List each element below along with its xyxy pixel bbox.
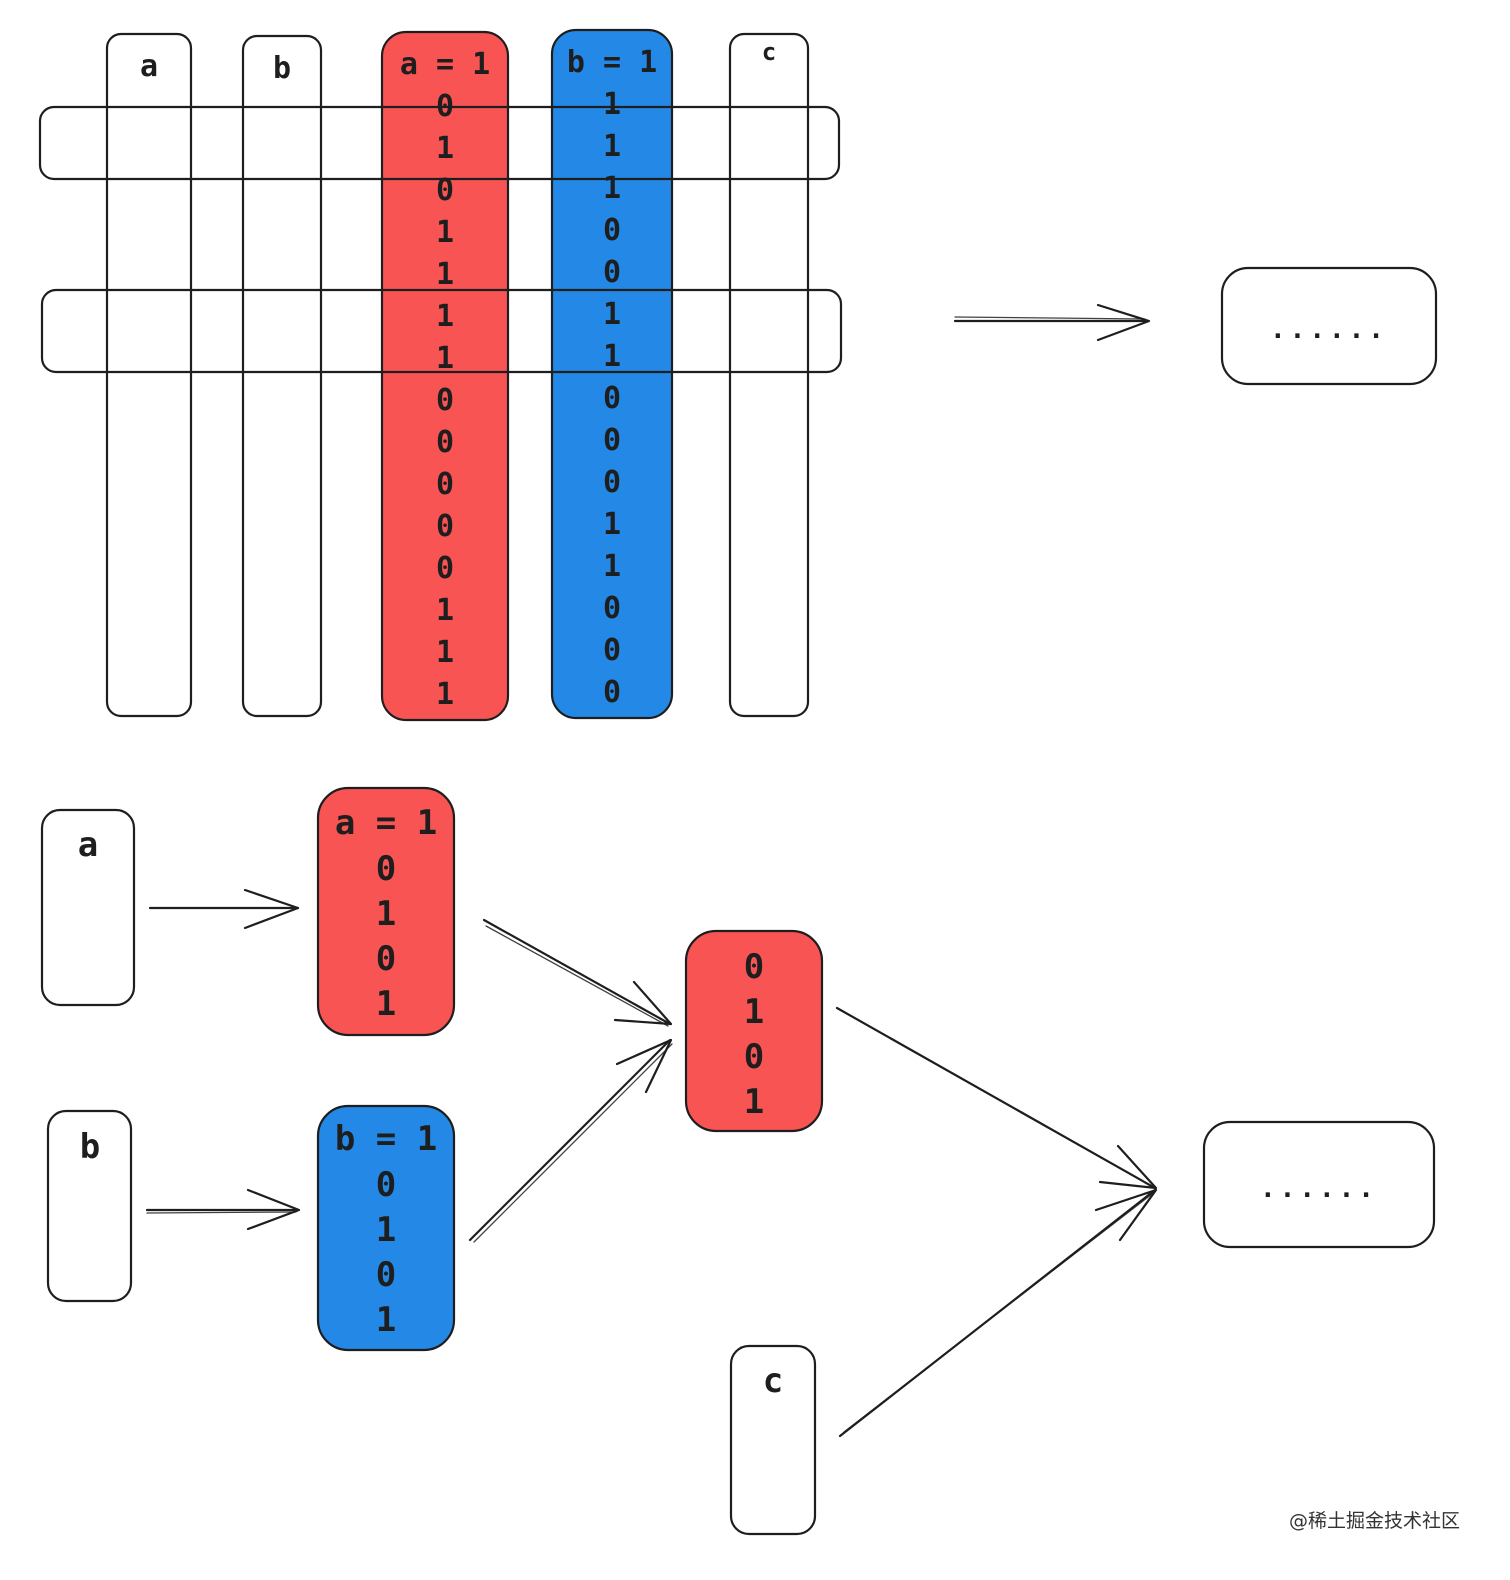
- bottom-result-ellipsis: ......: [1260, 1174, 1378, 1204]
- red-bit: 0: [436, 383, 454, 418]
- column-b-box: [241, 34, 323, 718]
- red-column-box: [380, 30, 510, 722]
- blue-bit: 1: [603, 87, 621, 122]
- arrow-blue-to-merged: [468, 1038, 673, 1243]
- merged-bit: 0: [744, 1037, 764, 1077]
- input-a-box: [40, 808, 136, 1007]
- blue-bit: 0: [603, 465, 621, 500]
- arrow-a-to-red: [148, 888, 300, 930]
- red-bit: 0: [436, 509, 454, 544]
- blue-bit: 1: [603, 171, 621, 206]
- arrow-b-to-blue: [145, 1188, 301, 1231]
- red-bit: 1: [436, 131, 454, 166]
- red-bit: 0: [436, 425, 454, 460]
- blue-bit: 1: [603, 549, 621, 584]
- arrow-c-to-final: [838, 1188, 1158, 1438]
- blue-bit: 1: [603, 297, 621, 332]
- red-bit: 1: [436, 635, 454, 670]
- input-b-label: b: [80, 1127, 100, 1167]
- blue-column-header: b = 1: [567, 45, 657, 80]
- red-bit: 0: [436, 173, 454, 208]
- top-arrow: [953, 303, 1151, 342]
- column-a-label: a: [140, 49, 158, 84]
- row-highlight-1: [38, 105, 841, 181]
- blue-filter-bit: 0: [376, 1255, 396, 1295]
- input-b-box: [46, 1109, 133, 1303]
- blue-filter-box: [316, 1104, 456, 1352]
- blue-bit: 1: [603, 507, 621, 542]
- blue-bit: 0: [603, 213, 621, 248]
- red-bit: 1: [436, 215, 454, 250]
- red-bit: 1: [436, 341, 454, 376]
- input-c-label: c: [763, 1361, 783, 1401]
- bottom-result-box: [1202, 1120, 1436, 1249]
- blue-filter-bit: 1: [376, 1300, 396, 1340]
- blue-filter-bit: 0: [376, 1165, 396, 1205]
- red-filter-box: [316, 786, 456, 1037]
- column-a-box: [105, 32, 193, 718]
- blue-column-box: [550, 28, 674, 720]
- merged-bit: 1: [744, 992, 764, 1032]
- arrow-merged-to-final: [835, 1006, 1158, 1190]
- top-result-box: [1220, 266, 1438, 386]
- blue-bit: 0: [603, 633, 621, 668]
- blue-bit: 1: [603, 339, 621, 374]
- column-b-label: b: [273, 51, 291, 86]
- red-bit: 1: [436, 677, 454, 712]
- blue-bit: 0: [603, 675, 621, 710]
- input-a-label: a: [78, 825, 98, 865]
- merged-bit: 1: [744, 1082, 764, 1122]
- row-highlight-2: [40, 288, 843, 374]
- merged-bit: 0: [744, 947, 764, 987]
- red-bit: 1: [436, 593, 454, 628]
- red-filter-bit: 1: [376, 894, 396, 934]
- column-c-box: [728, 32, 810, 718]
- red-bit: 1: [436, 299, 454, 334]
- blue-bit: 0: [603, 255, 621, 290]
- watermark: @稀土掘金技术社区: [1289, 1510, 1460, 1532]
- merged-result-bits: 0 1 0 1: [744, 947, 764, 1122]
- top-result-ellipsis: ......: [1270, 315, 1388, 345]
- red-bit: 0: [436, 551, 454, 586]
- blue-filter-bit: 1: [376, 1210, 396, 1250]
- red-filter-bits: 0 1 0 1: [376, 849, 396, 1024]
- merged-result-box: [684, 929, 824, 1133]
- blue-bit: 0: [603, 591, 621, 626]
- red-column-header: a = 1: [400, 47, 490, 82]
- red-filter-bit: 0: [376, 939, 396, 979]
- blue-filter-bits: 0 1 0 1: [376, 1165, 396, 1340]
- red-filter-header: a = 1: [335, 803, 437, 843]
- arrow-red-to-merged: [482, 918, 673, 1027]
- red-filter-bit: 1: [376, 984, 396, 1024]
- blue-bit: 0: [603, 381, 621, 416]
- blue-bit: 1: [603, 129, 621, 164]
- input-c-box: [729, 1344, 817, 1536]
- red-bit: 0: [436, 467, 454, 502]
- column-c-label: c: [762, 38, 776, 66]
- red-bit: 1: [436, 257, 454, 292]
- blue-bit: 0: [603, 423, 621, 458]
- blue-filter-header: b = 1: [335, 1119, 437, 1159]
- red-filter-bit: 0: [376, 849, 396, 889]
- blue-column-bits: 1 1 1 0 0 1 1 0 0 0 1 1 0 0 0: [603, 87, 621, 710]
